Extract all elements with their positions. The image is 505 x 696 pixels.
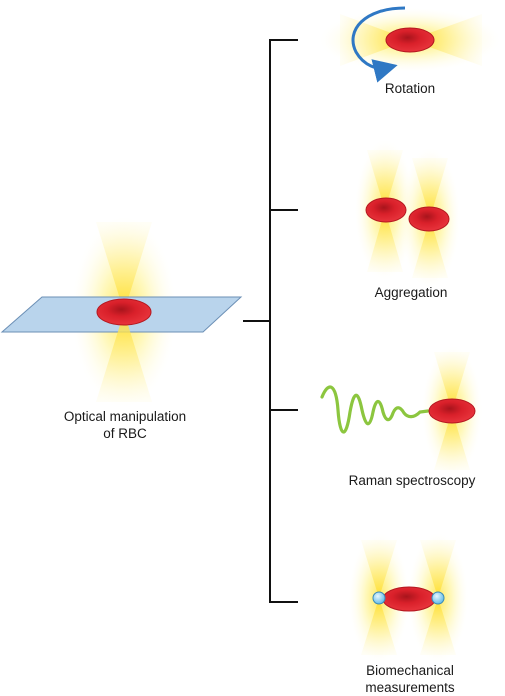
biomechanical-label-line2: measurements	[365, 680, 455, 695]
red-blood-cell-icon	[408, 206, 450, 232]
laser-beam-lower	[434, 411, 470, 470]
laser-beam-upper	[96, 222, 152, 312]
biomechanical-label: Biomechanical measurements	[335, 662, 485, 696]
micro-bead-icon	[431, 591, 445, 605]
raman-label: Raman spectroscopy	[348, 473, 476, 488]
laser-beam-upper	[361, 540, 397, 598]
laser-beam-lower	[420, 598, 456, 655]
red-blood-cell-icon	[365, 197, 407, 223]
main-label: Optical manipulation of RBC	[30, 408, 220, 442]
raman-wave-icon	[320, 385, 430, 434]
laser-beam-upper	[420, 540, 456, 598]
main-label-line1: Optical manipulation	[63, 409, 187, 424]
laser-beam-lower	[96, 312, 152, 402]
raman-panel	[320, 346, 482, 476]
rotation-label: Rotation	[384, 81, 436, 96]
aggregation-label: Aggregation	[374, 285, 448, 300]
laser-beam-right	[410, 14, 482, 66]
rotation-arrow-icon	[351, 6, 406, 83]
branch-bracket	[243, 39, 298, 603]
biomechanical-panel	[349, 533, 468, 663]
laser-beam-upper	[367, 150, 403, 210]
aggregation-panel	[355, 140, 460, 288]
micro-bead-icon	[372, 591, 386, 605]
main-label-line2: of RBC	[103, 426, 147, 441]
red-blood-cell-icon	[385, 27, 435, 53]
laser-beam-lower	[412, 218, 448, 278]
rotation-panel	[320, 6, 500, 83]
laser-beam-lower	[367, 210, 403, 272]
laser-beam-lower	[361, 598, 397, 655]
red-blood-cell-icon	[428, 398, 476, 424]
main-trap	[0, 217, 243, 407]
laser-beam-upper	[434, 352, 470, 411]
laser-beam-upper	[412, 158, 448, 218]
red-blood-cell-icon	[382, 586, 436, 612]
red-blood-cell-icon	[96, 298, 152, 326]
biomechanical-label-line1: Biomechanical	[366, 663, 454, 678]
